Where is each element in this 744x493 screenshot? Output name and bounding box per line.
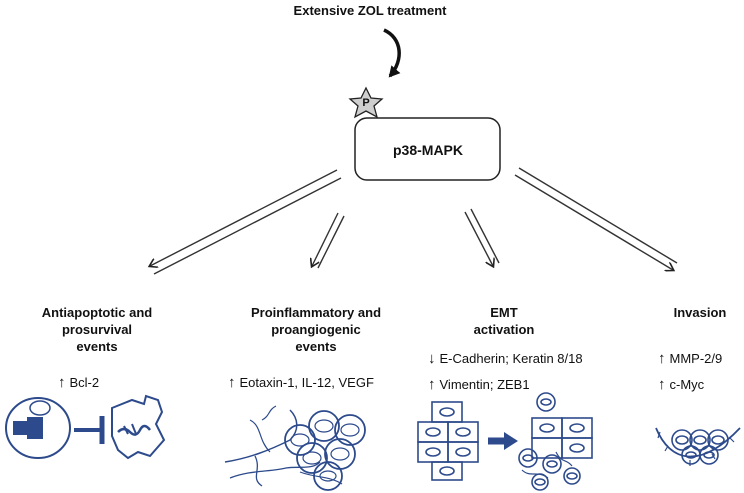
diagram-title: Extensive ZOL treatment (293, 3, 447, 18)
cytokines-item: ↑Eotaxin-1, IL-12, VEGF (228, 374, 374, 391)
arrow-to-proinflammatory (312, 212, 345, 269)
branch-arrows (150, 167, 678, 275)
invasion-cells-icon (655, 427, 741, 466)
up-arrow-icon: ↑ (658, 376, 666, 393)
p38-mapk-node-box (354, 117, 501, 181)
vimentin-item: ↑Vimentin; ZEB1 (428, 376, 530, 393)
arrow-to-emt (464, 208, 500, 266)
blood-vessel-cells-icon (224, 405, 366, 491)
star-badge-icon (348, 86, 384, 119)
phosphorylation-badge-label: P (362, 97, 370, 109)
branch-heading-invasion: Invasion (673, 305, 727, 320)
p38-mapk-label: p38-MAPK (392, 142, 464, 158)
ecadherin-item: ↓E-Cadherin; Keratin 8/18 (428, 350, 583, 367)
arrow-to-invasion (514, 167, 678, 270)
bcl2-item: ↑Bcl-2 (58, 374, 100, 391)
branch-heading-proinflammatory: Proinflammatory and proangiogenic events (250, 305, 382, 354)
up-arrow-icon: ↑ (58, 374, 66, 391)
curved-arrow-icon (383, 28, 401, 78)
emt-cells-icon (417, 392, 593, 491)
mmp-item: ↑MMP-2/9 (658, 350, 723, 367)
up-arrow-icon: ↑ (658, 350, 666, 367)
arrow-to-antiapoptotic (150, 169, 342, 275)
up-arrow-icon: ↑ (228, 374, 236, 391)
up-arrow-icon: ↑ (428, 376, 436, 393)
cmyc-item: ↑c-Myc (658, 376, 705, 393)
branch-heading-antiapoptotic: Antiapoptotic and prosurvival events (41, 305, 153, 354)
branch-heading-emt: EMT activation (473, 305, 535, 337)
apoptosis-cell-icon (5, 394, 166, 460)
down-arrow-icon: ↓ (428, 350, 436, 367)
